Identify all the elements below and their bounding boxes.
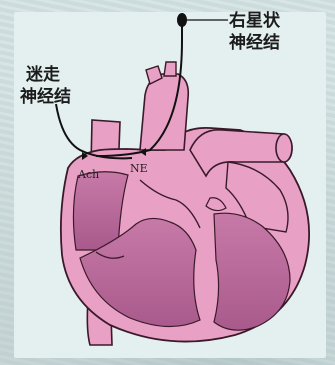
ne-label: NE	[130, 162, 148, 175]
aortic-arch	[140, 74, 188, 150]
stellate-label-line2: 神经结	[229, 32, 280, 53]
aortic-branch-right	[164, 62, 176, 76]
vagus-label-line2: 神经结	[20, 86, 71, 107]
vagus-label-line1: 迷走	[25, 64, 60, 85]
ach-label: Ach	[77, 168, 99, 181]
stellate-ganglion	[177, 13, 187, 27]
stellate-label-line1: 右星状	[229, 10, 281, 31]
pulmonary-opening	[276, 134, 292, 162]
